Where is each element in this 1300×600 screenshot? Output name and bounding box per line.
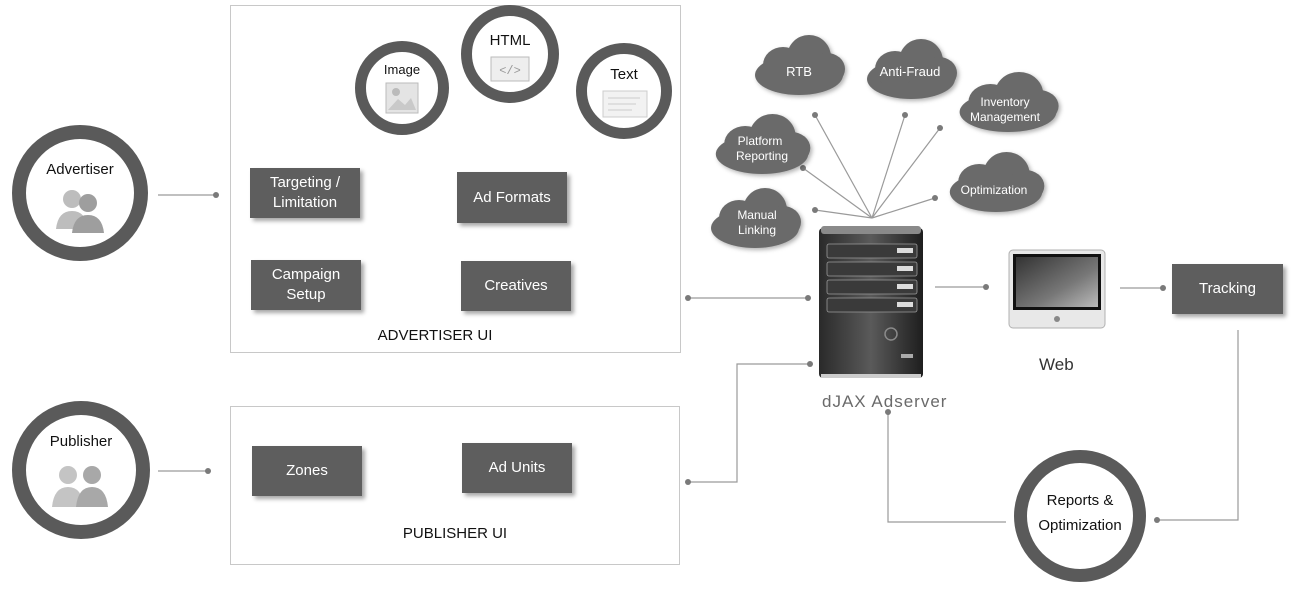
tracking-box: Tracking	[1172, 264, 1283, 314]
web-label: Web	[1039, 355, 1074, 374]
image-icon	[385, 82, 419, 114]
targeting-limitation-box: Targeting / Limitation	[250, 168, 360, 218]
rtb-label: RTB	[786, 64, 812, 79]
svg-text:</>: </>	[499, 64, 521, 78]
manual-linking-label-1: Manual	[737, 208, 776, 222]
users-icon	[56, 190, 104, 233]
platform-reporting-label-1: Platform	[738, 134, 783, 148]
html-format-label: HTML	[489, 32, 531, 49]
monitor-icon	[1008, 249, 1106, 329]
publisher-ui-label: PUBLISHER UI	[402, 525, 508, 542]
platform-reporting-label-2: Reporting	[736, 149, 788, 163]
ad-formats-box: Ad Formats	[457, 172, 567, 223]
advertiser-ui-label: ADVERTISER UI	[377, 327, 493, 344]
anti-fraud-label: Anti-Fraud	[880, 64, 941, 79]
text-format-node: Text	[576, 43, 672, 139]
inventory-label-2: Management	[970, 110, 1041, 124]
reports-optimization-label: Reports & Optimization	[1038, 492, 1122, 534]
server-label: dJAX Adserver	[822, 392, 948, 411]
publisher-label: Publisher	[49, 433, 113, 450]
optimization-cloud-label: Optimization	[961, 183, 1028, 197]
creatives-box: Creatives	[461, 261, 571, 311]
code-icon: </>	[490, 56, 530, 82]
advertiser-node: Advertiser	[12, 125, 148, 261]
optimization-cloud	[949, 152, 1045, 212]
image-format-node: Image	[355, 41, 449, 135]
html-format-node: HTML </>	[461, 5, 559, 103]
inventory-label-1: Inventory	[980, 95, 1029, 109]
reports-optimization-node: Reports & Optimization	[1014, 450, 1146, 582]
text-format-label: Text	[610, 66, 638, 83]
campaign-setup-box: Campaign Setup	[251, 260, 361, 310]
server-icon	[819, 226, 923, 378]
ad-units-box: Ad Units	[462, 443, 572, 493]
zones-box: Zones	[252, 446, 362, 496]
people-icon	[52, 466, 108, 507]
manual-linking-label-2: Linking	[738, 223, 776, 237]
advertiser-label: Advertiser	[46, 161, 114, 178]
text-doc-icon	[602, 90, 648, 118]
image-format-label: Image	[383, 62, 421, 77]
